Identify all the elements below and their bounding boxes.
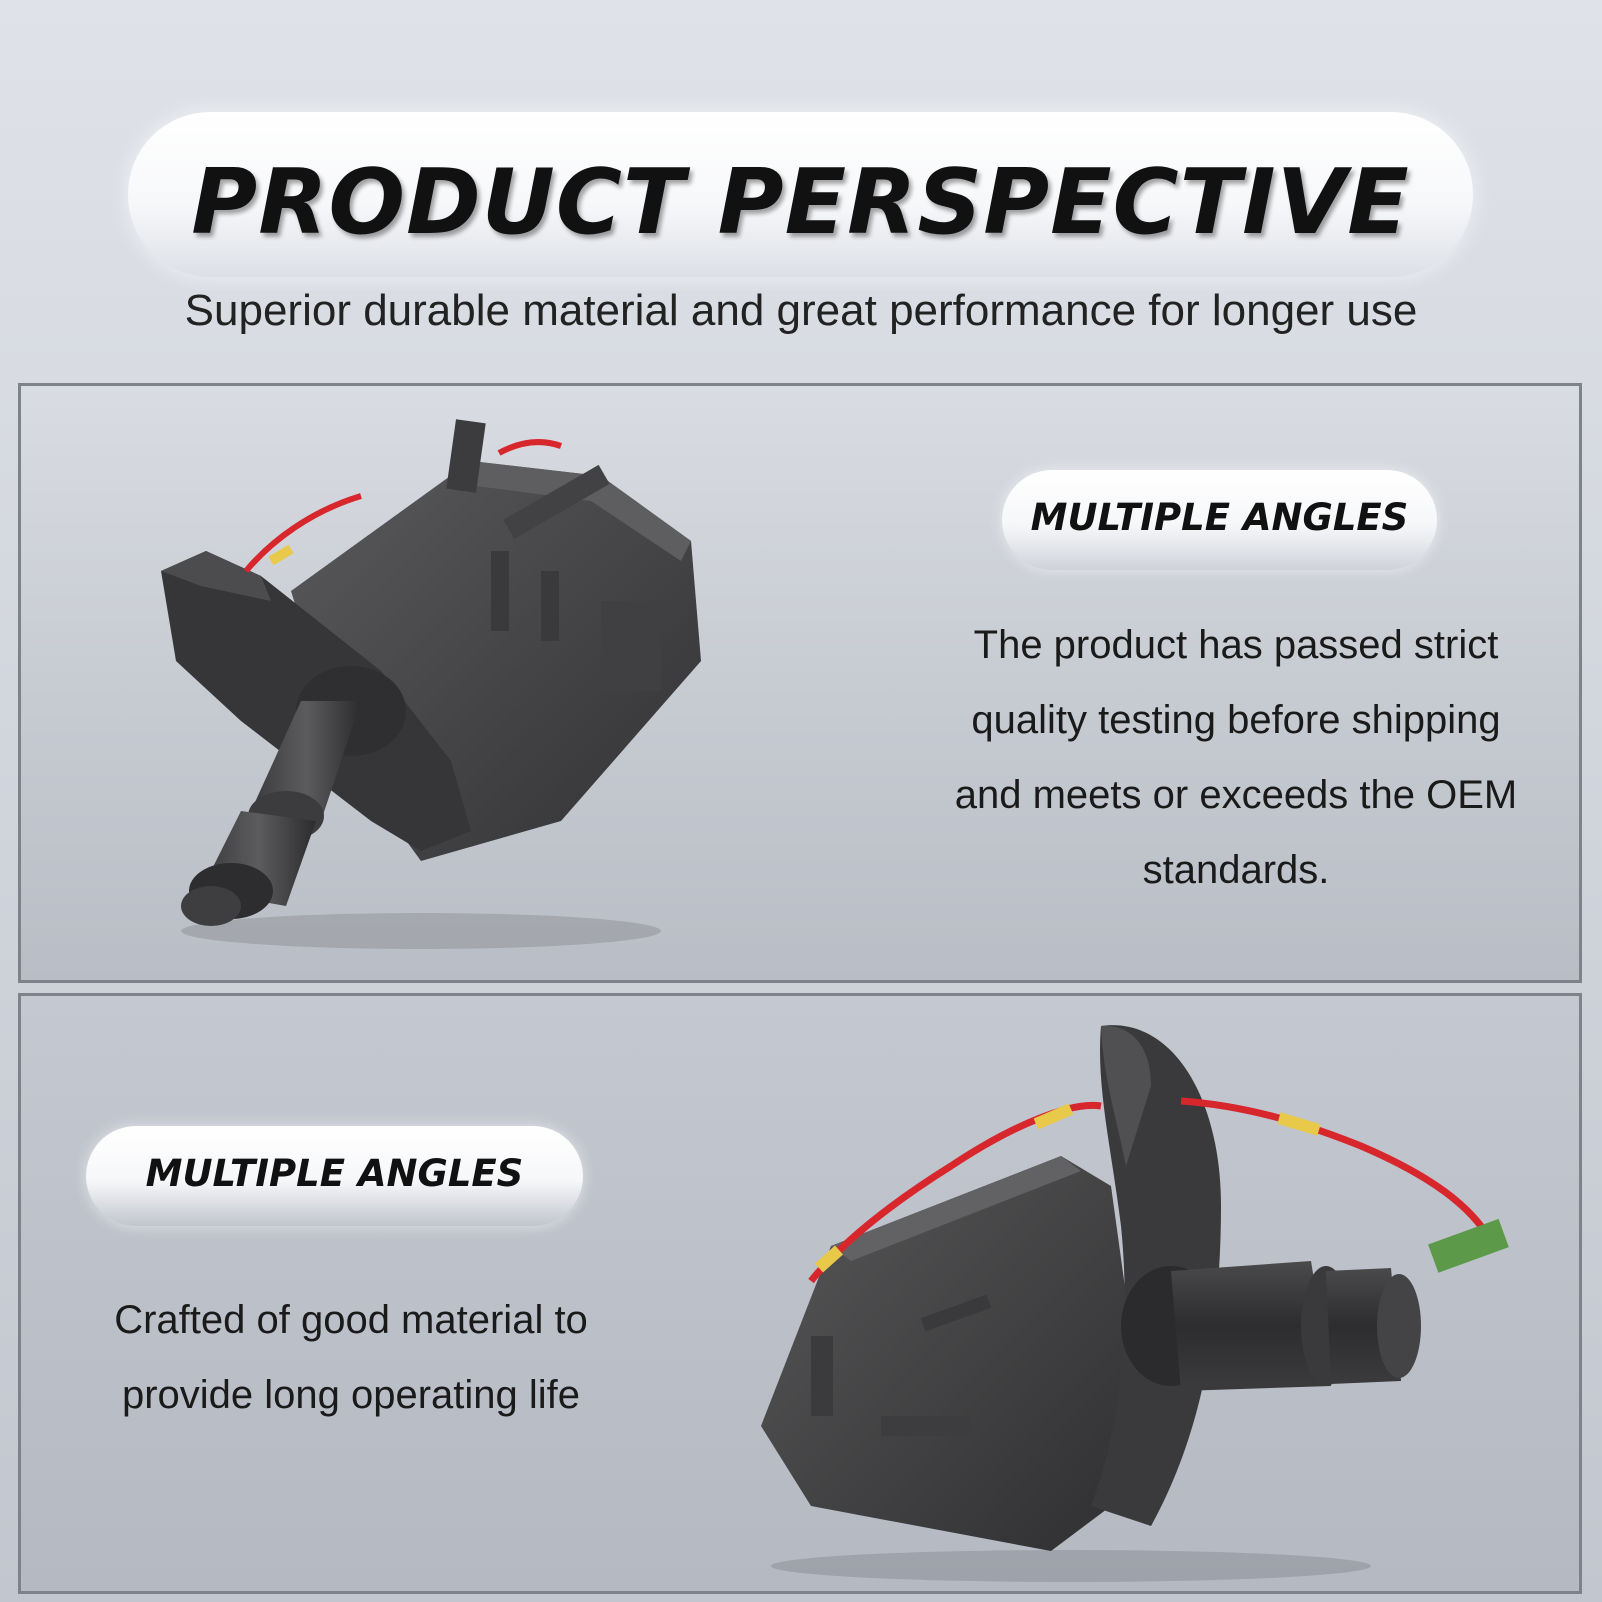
panel-1-description: The product has passed strict quality te…	[901, 608, 1571, 908]
page-subtitle: Superior durable material and great perf…	[184, 286, 1418, 335]
combination-switch-image-1	[161, 419, 701, 949]
description-line: provide long operating life	[121, 1373, 581, 1417]
combination-switch-image-2	[761, 1025, 1509, 1582]
feature-panel-1: MULTIPLE ANGLES The product has passed s…	[18, 383, 1582, 983]
description-line: The product has passed strict	[973, 623, 1499, 667]
panel-2-description: Crafted of good material to provide long…	[61, 1283, 641, 1433]
page-title: PRODUCT PERSPECTIVE	[191, 150, 1410, 255]
description-line: Crafted of good material to	[114, 1298, 588, 1342]
badge-multiple-angles-2	[86, 1126, 583, 1226]
badge-label-2: MULTIPLE ANGLES	[145, 1152, 524, 1195]
description-line: and meets or exceeds the OEM	[954, 773, 1518, 817]
badge-multiple-angles-1	[1002, 470, 1437, 570]
description-line: quality testing before shipping	[971, 698, 1501, 742]
description-line: standards.	[1142, 848, 1330, 892]
badge-label-1: MULTIPLE ANGLES	[1030, 496, 1409, 539]
title-banner	[128, 112, 1473, 277]
feature-panel-2: MULTIPLE ANGLES Crafted of good material…	[18, 993, 1582, 1594]
